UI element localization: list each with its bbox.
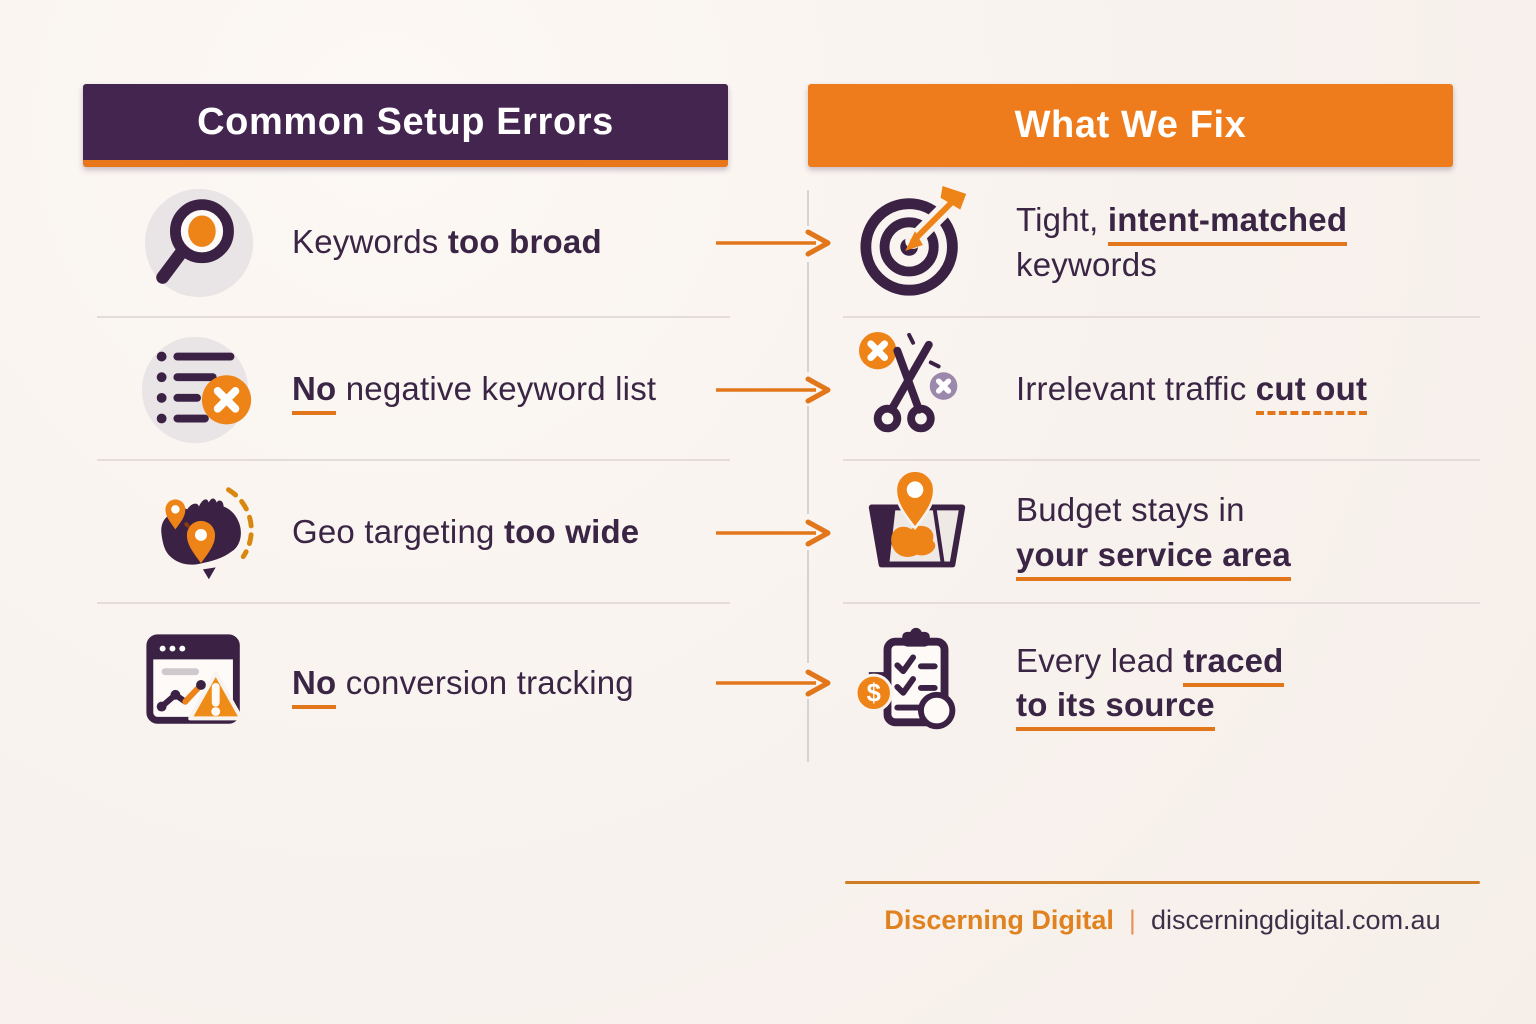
row-negative-keywords: No negative keyword list [0,318,1536,461]
error-label-keywords: Keywords too broad [292,220,602,264]
footer-divider-line [845,881,1480,884]
arrow-right-icon [714,228,834,258]
arrow-right-icon [714,518,834,548]
australia-map-icon [140,474,258,592]
error-text-bold: too wide [503,513,640,551]
row-separator [843,602,1480,604]
row-separator [97,316,730,318]
error-text-bold-underlined: No [292,370,337,416]
brand-name: Discerning Digital [884,905,1114,935]
error-cell-negative-keywords: No negative keyword list [140,318,730,461]
fix-text-bold-underlined: your service area [1016,535,1291,581]
fix-text-bold-underlined: traced [1183,641,1284,687]
map-pin-icon [858,468,976,592]
fix-cell-negative-keywords: Irrelevant traffic cut out [858,318,1480,461]
fix-text: Tight, [1016,201,1108,239]
fix-text-bold-underlined: intent-matched [1107,201,1348,247]
vertical-divider [807,262,809,372]
error-cell-keywords: Keywords too broad [140,167,730,318]
dollar-glyph: $ [867,680,881,708]
target-dart-icon [858,184,976,302]
footer: Discerning Digital | discerningdigital.c… [845,905,1480,936]
error-text-bold-underlined: No [292,663,337,709]
error-label-negative-keywords: No negative keyword list [292,367,657,416]
fix-text-line2-bold-underlined: to its source [1016,686,1215,731]
footer-separator: | [1128,905,1136,935]
row-separator [843,459,1480,461]
error-text: negative keyword list [336,370,657,408]
fix-text-line2: keywords [1016,245,1157,283]
row-separator [97,602,730,604]
arrow-right-icon [714,375,834,405]
vertical-divider [807,406,809,514]
error-cell-conversion-tracking: No conversion tracking [140,604,730,762]
fix-text-line1: Budget stays in [1016,491,1245,529]
error-text: Geo targeting [292,513,504,551]
error-text: Keywords [292,223,448,261]
vertical-divider [807,190,809,226]
browser-chart-warning-icon [140,624,258,742]
error-label-geo-targeting: Geo targeting too wide [292,510,639,554]
fix-text: Irrelevant traffic [1016,370,1256,408]
vertical-divider [807,550,809,663]
row-conversion-tracking: No conversion tracking [0,604,1536,762]
header-common-setup-errors: Common Setup Errors [83,84,728,167]
error-cell-geo-targeting: Geo targeting too wide [140,461,730,604]
vertical-divider [807,699,809,762]
arrow-right-icon [714,668,834,698]
row-keywords: Keywords too broad Tight, intent- [0,167,1536,318]
list-x-icon [140,331,258,449]
clipboard-dollar-icon: $ [854,624,976,742]
fix-text: Every lead [1016,641,1184,679]
header-left-label: Common Setup Errors [197,100,614,143]
row-geo-targeting: Geo targeting too wide [0,461,1536,604]
row-separator [843,316,1480,318]
error-text-bold: too broad [447,223,602,261]
header-what-we-fix: What We Fix [808,84,1453,167]
fix-text-bold-underlined: cut out [1255,370,1368,416]
error-text: conversion tracking [336,663,634,701]
header-right-label: What We Fix [1014,104,1247,146]
fix-label-geo-targeting: Budget stays in your service area [1016,488,1291,581]
magnifier-icon [140,184,258,302]
row-separator [97,459,730,461]
fix-cell-geo-targeting: Budget stays in your service area [858,461,1480,604]
fix-label-negative-keywords: Irrelevant traffic cut out [1016,367,1368,416]
website-url: discerningdigital.com.au [1150,905,1441,935]
scissors-icon [858,331,976,449]
error-label-conversion-tracking: No conversion tracking [292,661,634,709]
